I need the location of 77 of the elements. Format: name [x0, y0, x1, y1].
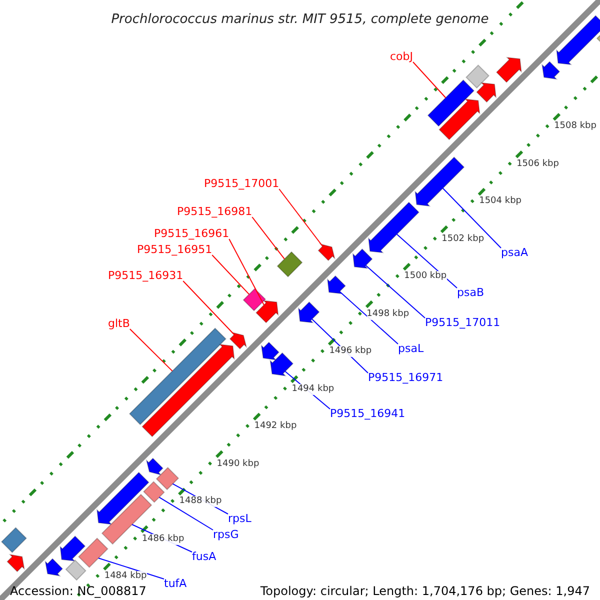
- gene-block: [466, 64, 490, 89]
- title: Prochlorococcus marinus str. MIT 9515, complete genome: [111, 12, 489, 27]
- gene-block: [352, 248, 373, 269]
- gene-block: [0, 527, 27, 554]
- scale-label: 1508 kbp: [554, 121, 596, 132]
- leader-line: [442, 188, 502, 248]
- gene-label: psaL: [398, 342, 424, 355]
- gene-block: [96, 472, 150, 525]
- leader-line: [412, 62, 446, 98]
- scale-label: 1490 kbp: [216, 458, 260, 470]
- gene-block: [427, 79, 475, 127]
- gene-block: [496, 56, 522, 83]
- gene-label: P9515_16931: [108, 269, 184, 282]
- gene-label: rpsG: [213, 528, 239, 541]
- gene-block: [146, 458, 164, 476]
- gene-label: P9515_16981: [177, 205, 252, 218]
- gene-label: gltB: [108, 317, 130, 330]
- gene-block: [368, 202, 420, 254]
- gene-block: [60, 536, 86, 562]
- scale-label: 1502 kbp: [442, 234, 484, 245]
- gene-label: tufA: [164, 577, 187, 590]
- gene-label: cobJ: [390, 50, 414, 63]
- gene-block: [318, 243, 336, 262]
- scale-label: 1484 kbp: [104, 570, 147, 582]
- leader-line: [396, 234, 458, 288]
- leader-line: [252, 216, 285, 260]
- gene-block: [128, 328, 226, 426]
- gene-block: [270, 352, 294, 376]
- gene-block: [256, 300, 279, 324]
- gene-block: [242, 288, 266, 312]
- gene-block: [143, 481, 165, 503]
- scale-label: 1506 kbp: [516, 158, 559, 170]
- footer-text: Accession: NC_008817: [9, 584, 148, 598]
- gene-label: rpsL: [228, 512, 252, 525]
- gene-block: [326, 275, 346, 294]
- leader-line: [212, 254, 250, 295]
- gene-label: P9515_16961: [154, 227, 230, 240]
- scale-label: 1496 kbp: [329, 346, 372, 358]
- gene-label: P9515_16941: [330, 407, 406, 420]
- leader-line: [129, 328, 173, 372]
- footer-text: Topology: circular; Length: 1,704,176 bp; Genes: 1,947: [259, 584, 591, 598]
- gene-block: [65, 560, 86, 581]
- gene-label: psaB: [457, 286, 484, 299]
- gene-label: P9515_17011: [425, 316, 500, 329]
- gene-block: [260, 342, 280, 360]
- scale-label: 1498 kbp: [366, 308, 410, 320]
- leader-line: [365, 264, 426, 318]
- gene-block: [438, 98, 480, 140]
- gene-block: [476, 82, 497, 103]
- scale-label: 1504 kbp: [479, 196, 522, 208]
- gene-block: [276, 251, 303, 278]
- gene-block: [6, 554, 25, 572]
- leader-line: [339, 291, 398, 344]
- gene-block: [556, 15, 600, 66]
- scale-label: 1486 kbp: [142, 534, 184, 544]
- gene-block: [142, 344, 235, 438]
- leader-line: [278, 188, 324, 247]
- gene-label: P9515_16971: [368, 371, 444, 384]
- gene-block: [298, 301, 320, 324]
- gene-block: [229, 332, 248, 350]
- scale-label: 1494 kbp: [292, 384, 334, 395]
- scale-label: 1500 kbp: [404, 271, 447, 282]
- gene-label: P9515_16951: [137, 243, 212, 256]
- leader-line: [158, 496, 214, 530]
- gene-label: fusA: [192, 550, 216, 563]
- gene-label: psaA: [501, 246, 528, 259]
- leader-line: [182, 280, 235, 336]
- gene-label: P9515_17001: [204, 177, 280, 190]
- leader-line: [98, 558, 164, 580]
- gene-block: [44, 558, 64, 577]
- leader-line: [228, 238, 264, 306]
- gene-block: [541, 61, 560, 80]
- gene-block: [414, 156, 465, 207]
- scale-label: 1492 kbp: [254, 421, 297, 432]
- gene-block: [156, 466, 180, 490]
- scale-label: 1488 kbp: [179, 496, 222, 508]
- gene-block: [78, 538, 108, 568]
